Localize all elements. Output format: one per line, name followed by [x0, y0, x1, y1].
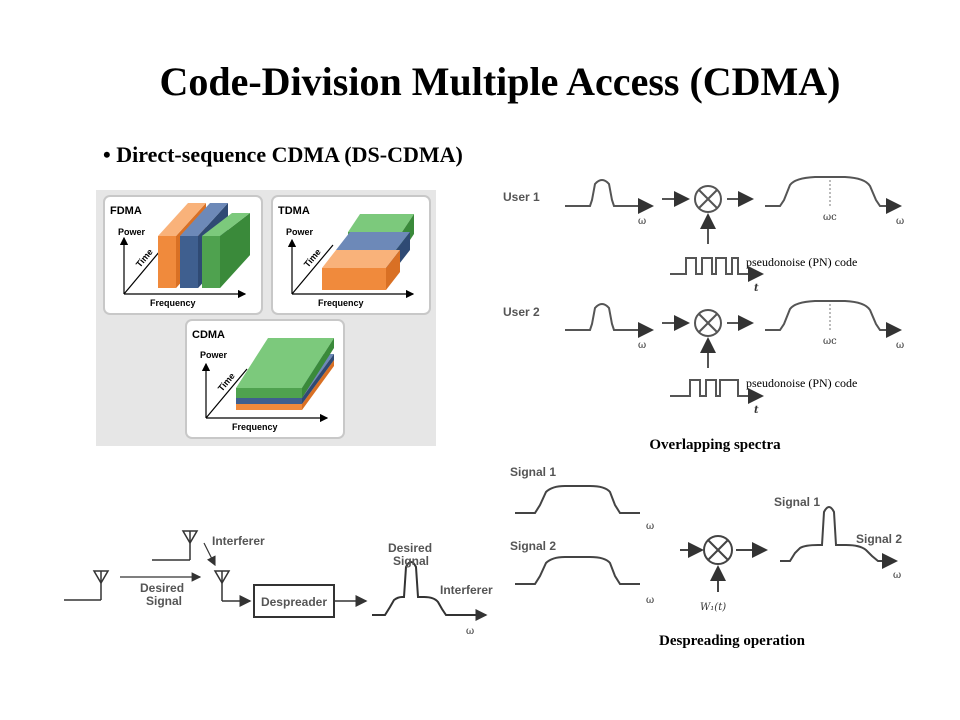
user2-multiplier-icon — [694, 309, 722, 337]
user2-narrowband-spectrum — [565, 303, 650, 331]
pn-code-1-waveform — [670, 257, 760, 275]
out-desired-label-2: Signal — [393, 554, 429, 568]
user1-narrowband-spectrum — [565, 179, 650, 207]
desired-signal-label-1: Desired — [140, 581, 184, 595]
despreader-label: Despreader — [261, 595, 327, 609]
signal2-omega: ω — [646, 595, 654, 606]
receive-antenna-icon — [213, 570, 231, 601]
user1-omega-out-label: ω — [896, 216, 904, 227]
tdma-power-label: Power — [286, 227, 314, 237]
tdma-frequency-label: Frequency — [318, 298, 364, 308]
out-desired-label-1: Desired — [388, 541, 432, 555]
fdma-panel: FDMA Power Time Frequency — [103, 195, 263, 315]
overlapping-spectra-caption: Overlapping spectra — [649, 437, 781, 453]
tdma-title: TDMA — [278, 205, 310, 217]
user1-omega-c-label: ωc — [823, 212, 837, 223]
pn-code-2-t-label: t — [754, 405, 759, 416]
cdma-title: CDMA — [192, 329, 225, 341]
out-interferer-label: Interferer — [440, 583, 493, 597]
interferer-antenna-icon — [181, 530, 199, 560]
user2-spread-spectrum — [765, 300, 890, 331]
user1-label: User 1 — [503, 190, 540, 204]
desired-signal-label-2: Signal — [146, 594, 182, 608]
pn-code-2-label: pseudonoise (PN) code — [746, 376, 857, 390]
pn-code-1-t-label: t — [754, 283, 759, 294]
user2-label: User 2 — [503, 305, 540, 319]
user1-spread-spectrum — [765, 176, 890, 207]
despread-output-spectrum — [780, 506, 890, 562]
user2-omega-c-label: ωc — [823, 336, 837, 347]
signal1-label: Signal 1 — [510, 465, 556, 479]
transmit-antenna-icon — [92, 570, 110, 600]
signal2-label: Signal 2 — [510, 539, 556, 553]
pn-code-1-label: pseudonoise (PN) code — [746, 255, 857, 269]
bullet-text: • Direct-sequence CDMA (DS-CDMA) — [103, 142, 463, 167]
despread-multiplier-icon — [703, 535, 733, 565]
out-signal1-label: Signal 1 — [774, 495, 820, 509]
cdma-frequency-label: Frequency — [232, 422, 278, 432]
fdma-title: FDMA — [110, 205, 142, 217]
access-comparison-image: FDMA Power Time Frequency T — [96, 190, 436, 446]
page-title: Code-Division Multiple Access (CDMA) — [159, 59, 841, 104]
user1-multiplier-icon — [694, 185, 722, 213]
user2-omega-out-label: ω — [896, 340, 904, 351]
out-omega: ω — [893, 570, 901, 581]
tdma-panel: TDMA Power Time Frequency — [271, 195, 431, 315]
receiver-output-spectrum — [372, 561, 480, 616]
receiver-omega: ω — [466, 626, 474, 637]
despreading-diagram: Signal 1 ω Signal 2 ω W₁(t) Signal 1 Sig… — [510, 465, 902, 649]
pn-code-2-waveform — [670, 379, 760, 397]
fdma-power-label: Power — [118, 227, 146, 237]
cdma-power-label: Power — [200, 350, 228, 360]
spreading-diagram: User 1 ω ωc ω pseudonoise (PN) code t Us… — [503, 176, 904, 453]
user2-omega-label: ω — [638, 340, 646, 351]
signal2-spectrum — [515, 556, 640, 585]
interferer-label: Interferer — [212, 534, 265, 548]
receiver-diagram: Interferer Desired Signal Despreader Des… — [64, 530, 493, 637]
fdma-frequency-label: Frequency — [150, 298, 196, 308]
out-signal2-label: Signal 2 — [856, 532, 902, 546]
signal1-omega: ω — [646, 521, 654, 532]
bullet-label: Direct-sequence CDMA (DS-CDMA) — [116, 142, 463, 167]
despreading-caption: Despreading operation — [659, 633, 806, 649]
cdma-panel: CDMA Power Time Frequency — [185, 319, 345, 439]
signal1-spectrum — [515, 485, 640, 514]
w1-label: W₁(t) — [700, 602, 726, 613]
user1-omega-label: ω — [638, 216, 646, 227]
